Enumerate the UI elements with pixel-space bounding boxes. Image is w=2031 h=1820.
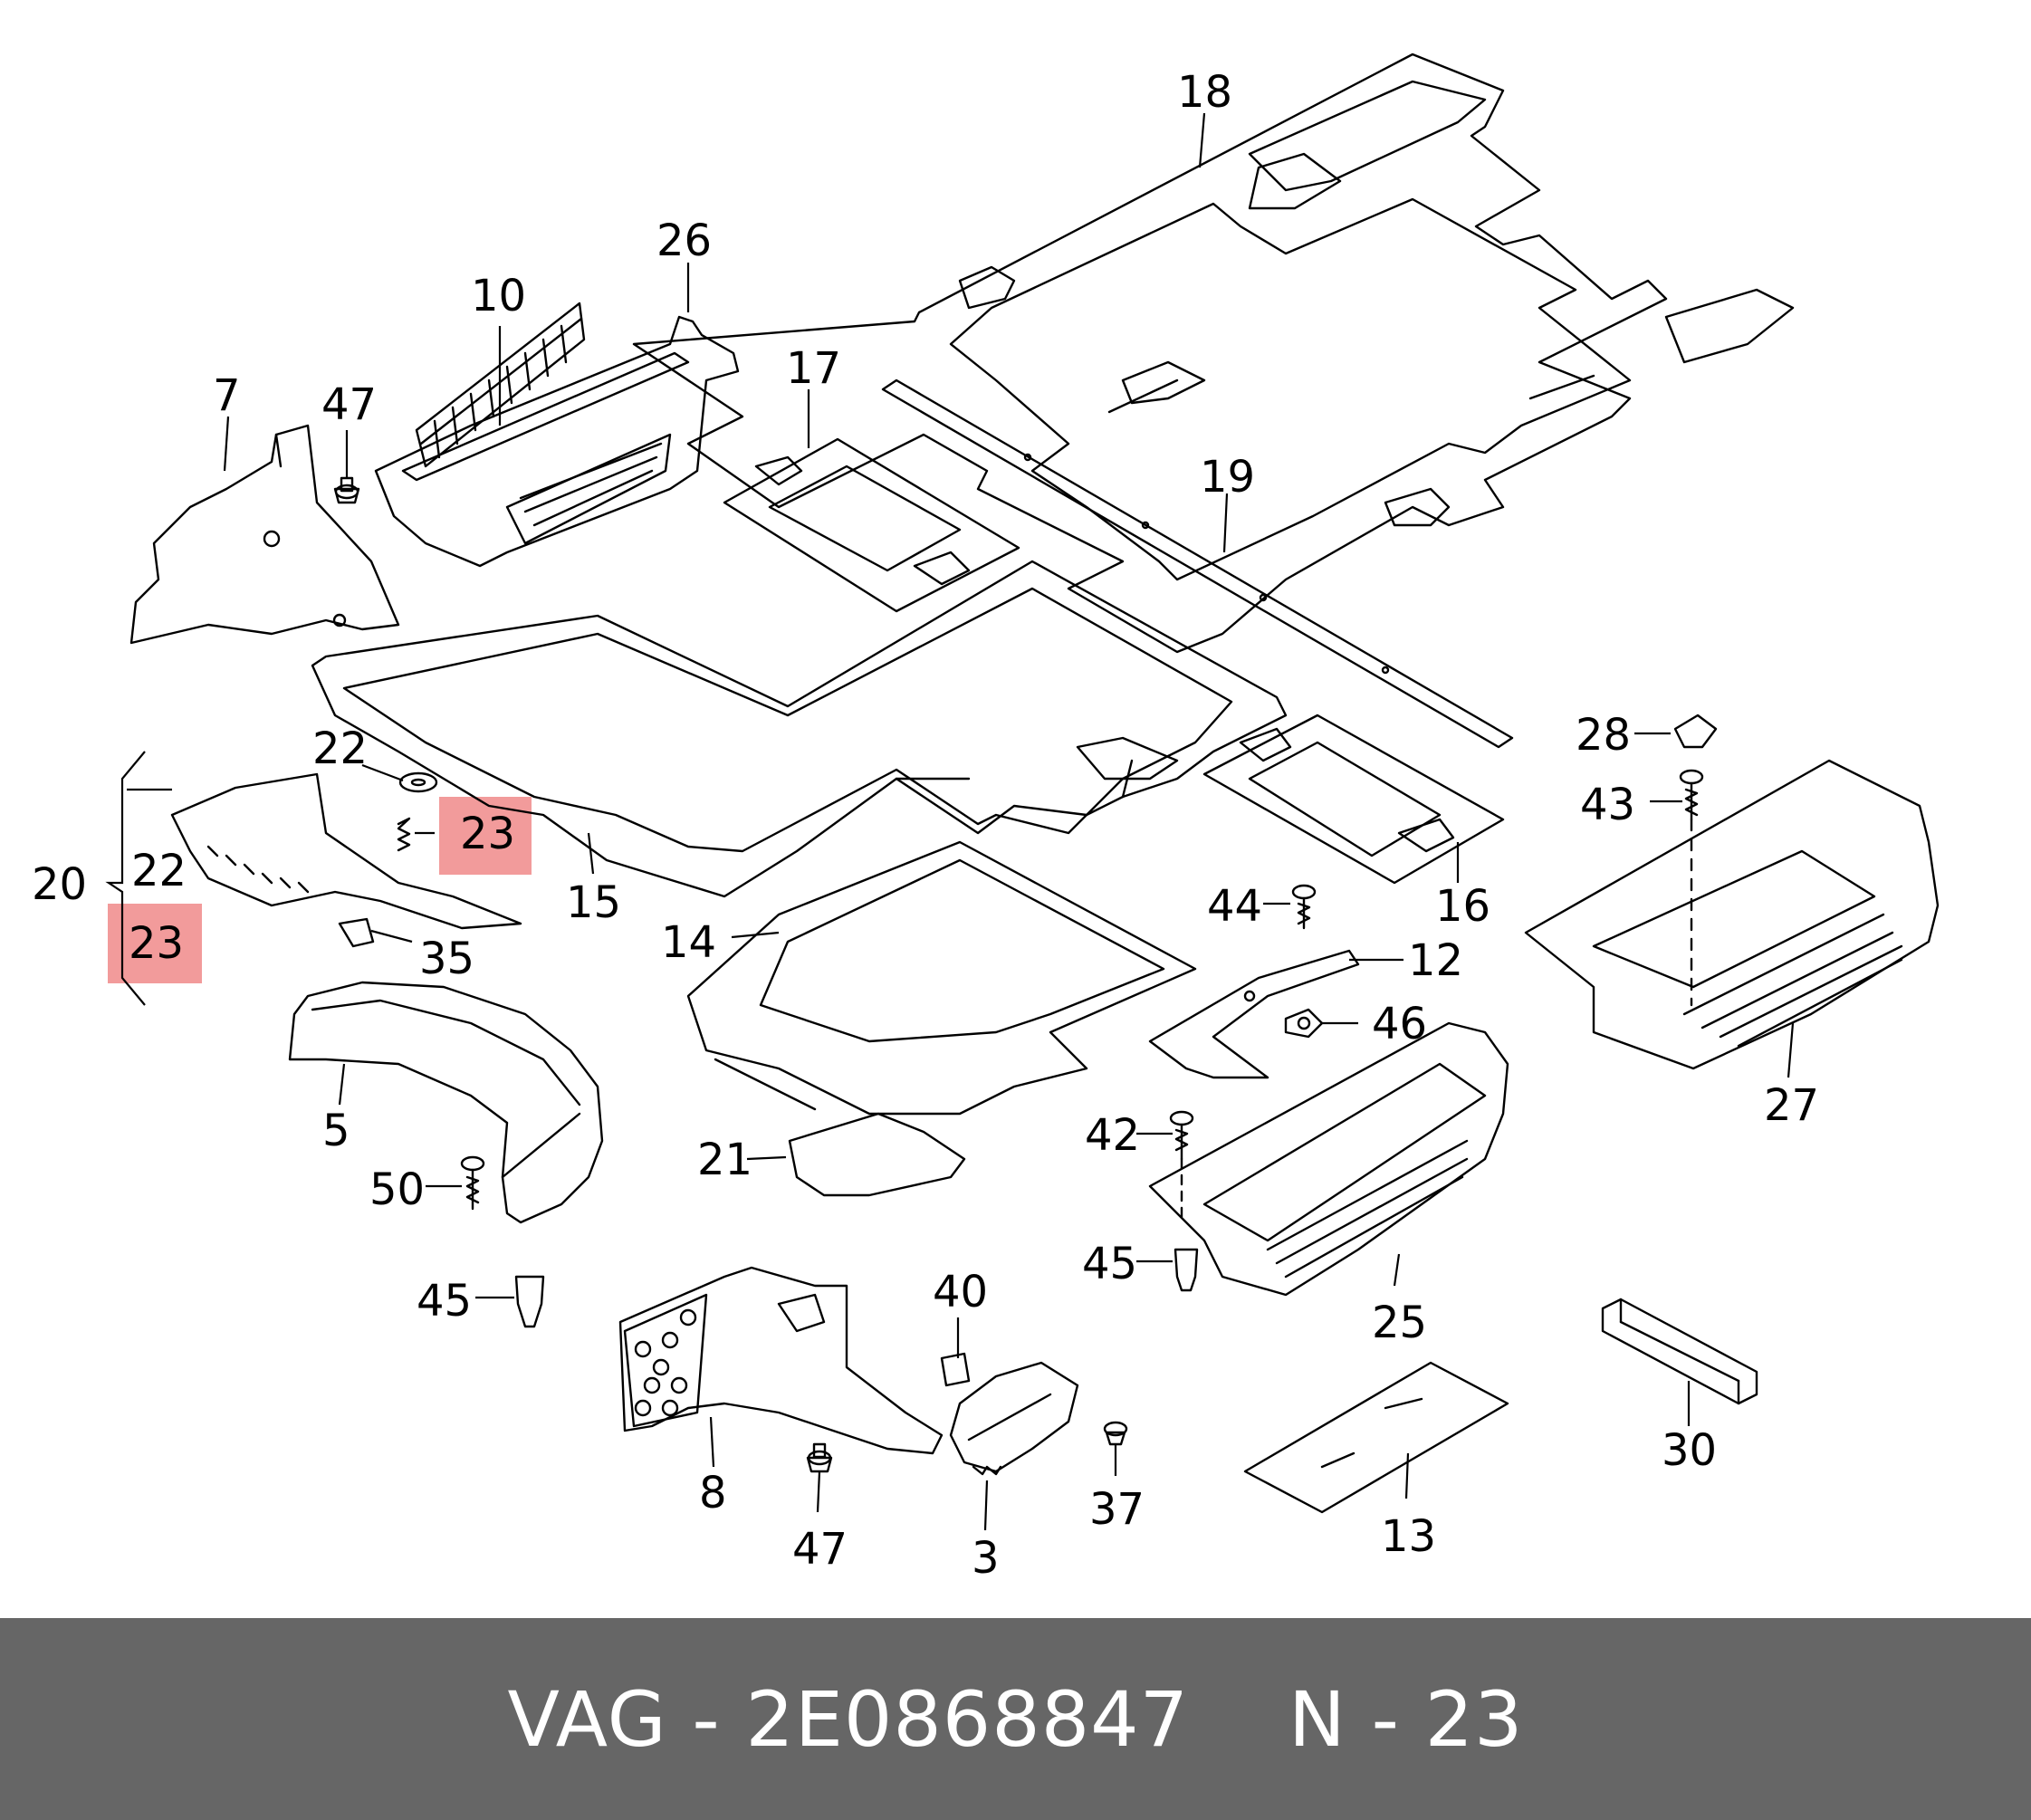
callout-labels: 18 26 10 7 47 17 19 22 23 20 22 23 15 35… (32, 67, 1819, 1584)
highlight-box-23-lower (108, 904, 202, 983)
part-50-screw (460, 1155, 485, 1211)
callout-18: 18 (1177, 67, 1232, 118)
callout-46: 46 (1372, 999, 1427, 1049)
part-10-grille (415, 302, 586, 468)
part-22-washer-upper (398, 771, 438, 793)
part-number-footer: VAG - 2E0868847 N - 23 (0, 1618, 2031, 1820)
callout-22-upper: 22 (312, 723, 368, 774)
callout-26: 26 (656, 216, 712, 266)
part-14-floor-mat (686, 840, 1197, 1116)
part-47-screw-upper (333, 476, 360, 504)
callout-21: 21 (697, 1135, 752, 1185)
exploded-parts-diagram: 18 26 10 7 47 17 19 22 23 20 22 23 15 35… (32, 53, 1940, 1584)
part-21-pad (788, 1112, 966, 1197)
callout-22-lower: 22 (131, 846, 187, 896)
callout-10: 10 (471, 271, 526, 321)
part-23-spring-upper (397, 817, 411, 852)
part-16-floor-cover-right (1202, 714, 1505, 885)
callout-16: 16 (1435, 881, 1490, 932)
leader-lines (105, 112, 1795, 1531)
callout-23-lower: 23 (129, 918, 184, 969)
callout-15: 15 (566, 877, 621, 928)
callout-43: 43 (1580, 780, 1635, 830)
callout-37: 37 (1089, 1484, 1145, 1535)
part-5-wheel-arch-trim (288, 981, 604, 1224)
callout-13: 13 (1381, 1511, 1436, 1562)
callout-3: 3 (972, 1533, 1000, 1584)
part-15-floor-covering (311, 560, 1288, 898)
callout-14: 14 (661, 917, 716, 968)
part-25-storage-tray (1148, 1021, 1509, 1297)
part-13-mat (1243, 1361, 1509, 1514)
callout-28: 28 (1576, 710, 1631, 761)
part-40-clip (940, 1352, 971, 1387)
callout-12: 12 (1408, 935, 1463, 986)
part-28-cap (1673, 714, 1718, 749)
callout-25: 25 (1372, 1298, 1427, 1348)
part-37-screw (1103, 1421, 1128, 1446)
part-18-rear-floor-panel (632, 53, 1795, 654)
callout-47-lower: 47 (792, 1524, 848, 1575)
part-46-nut (1284, 1008, 1324, 1039)
callout-35: 35 (419, 934, 474, 984)
callout-8: 8 (699, 1468, 727, 1518)
part-number-text: VAG - 2E0868847 (507, 1674, 1190, 1764)
part-17-floor-cover (723, 437, 1020, 613)
part-7-side-trim-panel (129, 424, 400, 645)
callout-17: 17 (786, 343, 841, 394)
part-45-clip-right (1174, 1248, 1199, 1292)
part-35-clip (338, 917, 375, 948)
part-27-storage-tray (1524, 759, 1940, 1070)
part-12-bracket (1148, 949, 1360, 1079)
callout-42: 42 (1085, 1110, 1140, 1161)
callout-45-left: 45 (417, 1276, 472, 1327)
part-20-trim-assembly (170, 772, 522, 930)
part-26-loading-sill-trim (374, 315, 740, 568)
callout-20: 20 (32, 859, 87, 910)
reference-number-text: N - 23 (1289, 1674, 1524, 1764)
callout-44: 44 (1207, 881, 1262, 932)
part-43-screw (1679, 769, 1704, 821)
part-42-screw (1169, 1110, 1194, 1161)
callout-19: 19 (1200, 452, 1255, 503)
part-3-cover (949, 1361, 1079, 1476)
callout-45-right: 45 (1082, 1239, 1137, 1289)
callout-47-upper: 47 (321, 379, 377, 430)
callout-50: 50 (369, 1164, 425, 1215)
callout-23-upper: 23 (460, 809, 515, 859)
callout-5: 5 (322, 1106, 350, 1156)
part-47-screw-lower (806, 1442, 833, 1473)
callout-30: 30 (1662, 1425, 1717, 1476)
part-8-side-panel (618, 1266, 944, 1455)
part-44-screw (1291, 884, 1317, 930)
part-45-clip-left (514, 1275, 545, 1328)
callout-27: 27 (1764, 1080, 1819, 1131)
callout-40: 40 (933, 1267, 988, 1317)
part-19-cover-strip (881, 378, 1514, 749)
callout-7: 7 (213, 370, 241, 421)
part-30-bar (1601, 1298, 1758, 1405)
